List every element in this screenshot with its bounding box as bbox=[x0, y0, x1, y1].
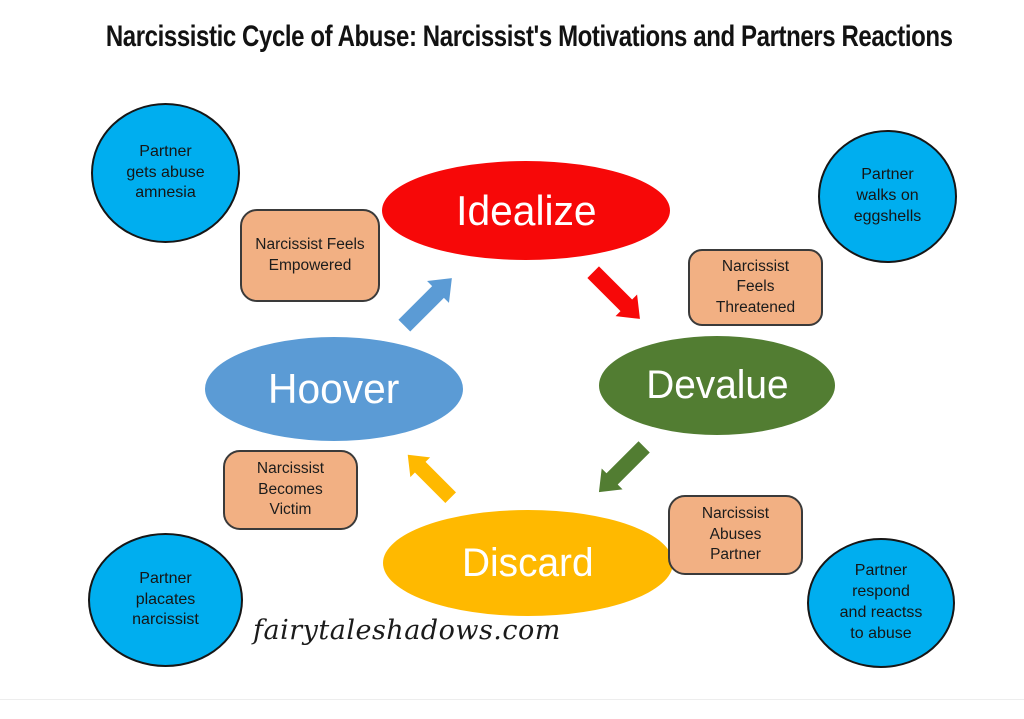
reaction-circle-placates-narcissist: Partner placates narcissist bbox=[88, 533, 243, 667]
reaction-circle-reacts-to-abuse: Partner respond and reactss to abuse bbox=[807, 538, 955, 668]
arrow-idealize-to-devalue-icon bbox=[587, 266, 640, 319]
stage-label-hoover: Hoover bbox=[268, 365, 400, 412]
stage-label-devalue: Devalue bbox=[645, 363, 789, 407]
stage-ellipse-hoover: Hoover bbox=[205, 337, 463, 441]
motivation-box-feels-threatened: Narcissist Feels Threatened bbox=[688, 249, 823, 326]
watermark-text: fairytaleshadows.com bbox=[253, 615, 561, 646]
motivation-box-becomes-victim: Narcissist Becomes Victim bbox=[223, 450, 358, 530]
reaction-label: Partner gets abuse amnesia bbox=[126, 142, 205, 202]
bottom-divider bbox=[0, 699, 1024, 700]
motivation-label: Narcissist Abuses Partner bbox=[701, 505, 770, 564]
diagram-title-text: Narcissistic Cycle of Abuse: Narcissist'… bbox=[105, 20, 953, 53]
arrow-devalue-to-discard-icon bbox=[598, 441, 650, 493]
stage-ellipse-idealize: Idealize bbox=[382, 161, 670, 260]
stage-ellipse-devalue: Devalue bbox=[599, 336, 835, 435]
stage-ellipse-discard: Discard bbox=[383, 510, 673, 616]
arrow-discard-to-hoover-icon bbox=[407, 454, 456, 503]
diagram-title: Narcissistic Cycle of Abuse: Narcissist'… bbox=[0, 20, 1024, 54]
motivation-label: Narcissist Feels Empowered bbox=[255, 236, 365, 274]
reaction-label: Partner respond and reactss to abuse bbox=[839, 562, 923, 642]
motivation-label: Narcissist Becomes Victim bbox=[256, 460, 325, 519]
reaction-circle-abuse-amnesia: Partner gets abuse amnesia bbox=[91, 103, 240, 243]
stage-label-discard: Discard bbox=[462, 540, 594, 585]
reaction-circle-walks-on-eggshells: Partner walks on eggshells bbox=[818, 130, 957, 263]
stage-label-idealize: Idealize bbox=[455, 186, 597, 234]
arrow-hoover-to-idealize-icon bbox=[398, 278, 452, 332]
motivation-box-abuses-partner: Narcissist Abuses Partner bbox=[668, 495, 803, 575]
reaction-label: Partner placates narcissist bbox=[132, 569, 199, 629]
motivation-label: Narcissist Feels Threatened bbox=[715, 257, 796, 316]
reaction-label: Partner walks on eggshells bbox=[853, 166, 922, 225]
motivation-box-feels-empowered: Narcissist Feels Empowered bbox=[240, 209, 380, 302]
